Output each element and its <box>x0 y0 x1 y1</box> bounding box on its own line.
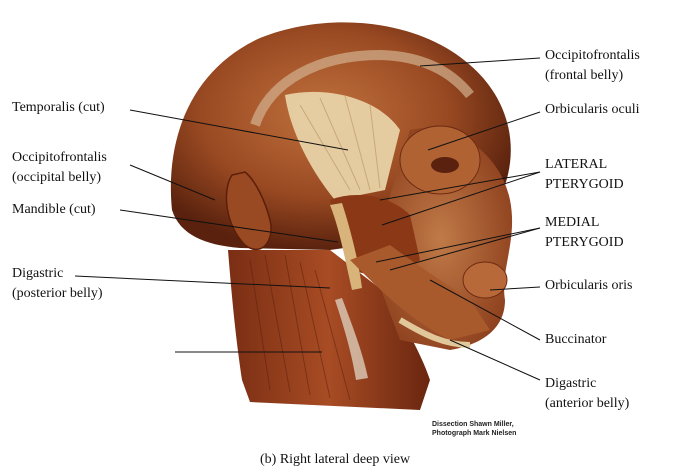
galea-band <box>250 49 474 127</box>
leader-frontal <box>419 57 541 67</box>
orbicularis-oris-area <box>462 261 508 299</box>
eye <box>431 157 459 173</box>
leader-medial-ptg-1 <box>375 227 541 263</box>
label-temporalis: Temporalis (cut) <box>12 100 105 115</box>
leader-lines <box>74 57 541 381</box>
leader-oculi <box>427 111 541 151</box>
label-orbicularis-oris: Orbicularis oris <box>545 278 633 293</box>
mandible-cut <box>330 203 362 290</box>
leader-lateral-ptg-2 <box>381 171 541 226</box>
leader-digastric-post <box>74 275 331 289</box>
label-lateral-pterygoid: LATERAL PTERYGOID <box>545 157 624 192</box>
leader-temporalis <box>129 109 349 151</box>
jaw <box>350 245 490 340</box>
label-digastric-anterior: Digastric (anterior belly) <box>545 376 630 411</box>
leader-buccinator <box>429 279 541 341</box>
leader-oris <box>489 286 541 291</box>
label-occipitofrontalis-frontal: Occipitofrontalis (frontal belly) <box>545 48 640 83</box>
leader-digastric-ant <box>449 339 541 381</box>
figure-caption: (b) Right lateral deep view <box>260 452 411 467</box>
label-orbicularis-oculi: Orbicularis oculi <box>545 102 640 117</box>
photo-credit: Dissection Shawn Miller, Photograph Mark… <box>432 421 517 437</box>
neck-tendon <box>335 298 368 380</box>
neck-muscles <box>228 250 430 410</box>
label-medial-pterygoid: MEDIAL PTERYGOID <box>545 215 624 250</box>
digastric-anterior <box>398 317 471 348</box>
label-buccinator: Buccinator <box>545 332 607 347</box>
leader-lateral-ptg-1 <box>379 171 541 201</box>
leader-medial-ptg-2 <box>389 227 541 271</box>
leader-occipital <box>129 164 216 201</box>
label-mandible: Mandible (cut) <box>12 202 96 217</box>
label-digastric-posterior: Digastric (posterior belly) <box>12 266 103 301</box>
leader-mandible <box>119 209 339 243</box>
label-occipitofrontalis-occipital: Occipitofrontalis (occipital belly) <box>12 150 107 185</box>
